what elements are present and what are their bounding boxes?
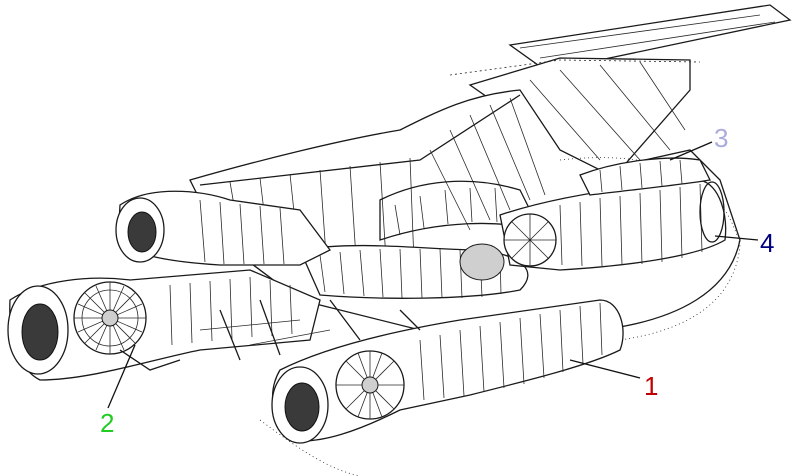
callout-4: 4 xyxy=(760,228,775,258)
leader-line-3 xyxy=(669,141,713,161)
engine-nacelle-top-right xyxy=(579,157,711,196)
callout-1: 1 xyxy=(644,371,659,401)
tail-fin xyxy=(449,4,792,176)
leader-lines xyxy=(107,141,759,409)
leader-line-2 xyxy=(107,344,136,409)
leader-line-1 xyxy=(569,359,641,379)
leader-line-4 xyxy=(714,235,759,241)
center-duct xyxy=(299,243,529,299)
engine-lower-left xyxy=(7,269,321,381)
engine-lower-right xyxy=(271,299,624,444)
callout-2: 2 xyxy=(100,408,115,438)
callout-3: 3 xyxy=(714,123,729,153)
pylon-struts xyxy=(199,299,421,361)
engine-upper-right xyxy=(499,179,727,271)
engine-upper-left xyxy=(115,190,331,266)
